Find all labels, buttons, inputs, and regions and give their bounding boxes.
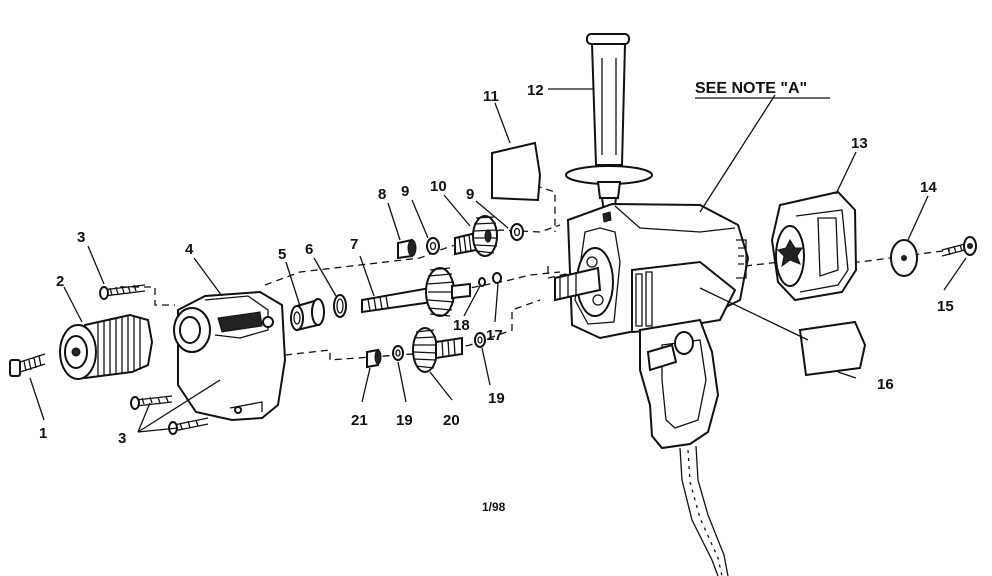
label-part-13: 13 xyxy=(851,135,868,152)
see-note-a-heading: SEE NOTE "A" xyxy=(695,80,807,97)
label-part-20: 20 xyxy=(443,412,460,429)
label-part-9-right: 9 xyxy=(466,186,474,203)
label-part-17: 17 xyxy=(486,327,503,344)
label-part-6: 6 xyxy=(305,241,313,258)
part-6-retaining-ring xyxy=(333,294,347,318)
part-9-washer xyxy=(426,223,524,255)
label-part-14: 14 xyxy=(920,179,937,196)
label-part-2: 2 xyxy=(56,273,64,290)
part-13-end-cap xyxy=(770,190,858,302)
label-part-3-top: 3 xyxy=(77,229,85,246)
label-part-4: 4 xyxy=(185,241,194,258)
part-2-chuck xyxy=(59,313,154,380)
part-17-ring xyxy=(492,272,502,284)
part-15-screw xyxy=(941,236,977,257)
part-16-label xyxy=(798,320,867,377)
label-part-12: 12 xyxy=(527,82,544,99)
label-part-11: 11 xyxy=(483,88,499,105)
label-part-10: 10 xyxy=(430,178,447,195)
drill-motor-housing xyxy=(554,202,750,340)
diagram-date-code: 1/98 xyxy=(482,500,506,514)
label-part-19-right: 19 xyxy=(488,390,505,407)
part-8-bushing xyxy=(397,238,417,260)
label-part-15: 15 xyxy=(937,298,954,315)
part-14-washer xyxy=(890,239,918,277)
part-19-washer xyxy=(392,332,486,361)
label-part-1: 1 xyxy=(39,425,47,442)
label-part-3-bottom: 3 xyxy=(118,430,126,447)
callout-labels: 1 2 3 3 4 5 6 7 8 9 10 9 11 12 13 14 15 … xyxy=(39,82,954,447)
power-cord xyxy=(679,445,729,576)
part-12-side-handle xyxy=(565,33,653,213)
label-part-8: 8 xyxy=(378,186,386,203)
label-part-9-left: 9 xyxy=(401,183,409,200)
label-part-16: 16 xyxy=(877,376,894,393)
part-1-screw xyxy=(9,353,46,377)
label-part-18: 18 xyxy=(453,317,470,334)
part-21-bushing xyxy=(366,348,382,369)
label-part-5: 5 xyxy=(278,246,286,263)
part-7-spindle xyxy=(361,267,471,317)
part-20-gear xyxy=(412,327,463,373)
part-5-bearing xyxy=(290,298,325,332)
part-10-gear xyxy=(454,215,498,257)
leader-lines xyxy=(29,88,967,433)
part-18-ring xyxy=(478,277,486,287)
part-4-gear-housing xyxy=(173,290,287,422)
label-part-19-left: 19 xyxy=(396,412,413,429)
label-part-7: 7 xyxy=(350,236,358,253)
drill-pistol-grip xyxy=(639,318,720,450)
part-11-label xyxy=(491,141,542,202)
label-part-21: 21 xyxy=(351,412,368,429)
